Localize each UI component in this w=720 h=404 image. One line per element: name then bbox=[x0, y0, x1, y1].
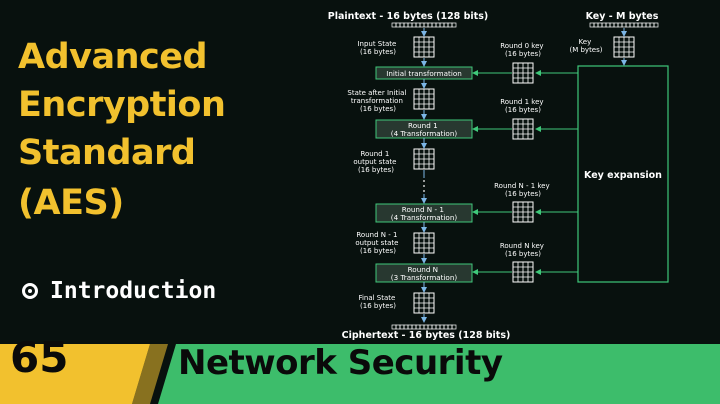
continuation-dots bbox=[423, 180, 425, 192]
ciphertext-bytes bbox=[391, 324, 457, 330]
key-top-label: Key - M bytes bbox=[586, 11, 659, 22]
main-flow-arrows bbox=[421, 28, 627, 323]
roundN1-output-label: Round N - 1 output state (16 bytes) bbox=[355, 231, 400, 255]
roundN1-box-label: Round N - 1 (4 Transformation) bbox=[391, 205, 458, 222]
state-after-initial-label: State after Initial transformation (16 b… bbox=[347, 89, 408, 113]
final-state-grid bbox=[413, 292, 435, 314]
title-line-1: Advanced bbox=[18, 37, 208, 77]
input-state-label: Input State (16 bytes) bbox=[357, 40, 398, 56]
episode-number: 65 bbox=[10, 333, 69, 382]
key-grid bbox=[613, 36, 635, 58]
roundN-box-label: Round N (3 Transformation) bbox=[391, 265, 458, 282]
roundN1-key-label: Round N - 1 key (16 bytes) bbox=[494, 182, 552, 198]
after-initial-grid bbox=[413, 88, 435, 110]
band-stripe bbox=[132, 344, 168, 404]
state-grids bbox=[413, 36, 635, 314]
key-expansion-box bbox=[577, 65, 669, 283]
round0-key-label: Round 0 key (16 bytes) bbox=[500, 42, 546, 58]
plaintext-label: Plaintext - 16 bytes (128 bits) bbox=[328, 11, 488, 22]
title-line-2: Encryption bbox=[18, 85, 226, 125]
round1-key-label: Round 1 key (16 bytes) bbox=[500, 98, 546, 114]
round1-output-grid bbox=[413, 148, 435, 170]
series-title: Network Security bbox=[178, 343, 503, 383]
ciphertext-label: Ciphertext - 16 bytes (128 bits) bbox=[342, 330, 511, 341]
byte-bars bbox=[391, 22, 659, 330]
key-expansion-label: Key expansion bbox=[584, 170, 662, 181]
title-line-4: (AES) bbox=[18, 183, 124, 223]
round1-output-label: Round 1 output state (16 bytes) bbox=[353, 150, 398, 174]
round1-box-label: Round 1 (4 Transformation) bbox=[391, 121, 458, 138]
round1-key-grid bbox=[512, 118, 534, 140]
title-line-3: Standard bbox=[18, 133, 196, 173]
introduction-label: Introduction bbox=[22, 278, 216, 304]
roundN-key-grid bbox=[512, 261, 534, 283]
episode-badge-bg bbox=[0, 344, 150, 404]
plaintext-bytes bbox=[391, 22, 457, 28]
final-state-label: Final State (16 bytes) bbox=[358, 294, 397, 310]
key-side-label: Key (M bytes) bbox=[569, 38, 602, 54]
round0-key-grid bbox=[512, 62, 534, 84]
bottom-band bbox=[0, 344, 720, 404]
key-bytes bbox=[589, 22, 659, 28]
series-title-bg bbox=[158, 344, 720, 404]
radio-target-icon bbox=[22, 283, 38, 299]
roundN1-output-grid bbox=[413, 232, 435, 254]
initial-transformation-label: Initial transformation bbox=[386, 69, 462, 78]
key-flow-arrows bbox=[472, 70, 578, 275]
introduction-text: Introduction bbox=[50, 278, 217, 304]
input-state-grid bbox=[413, 36, 435, 58]
roundN1-key-grid bbox=[512, 201, 534, 223]
roundN-key-label: Round N key (16 bytes) bbox=[500, 242, 546, 258]
